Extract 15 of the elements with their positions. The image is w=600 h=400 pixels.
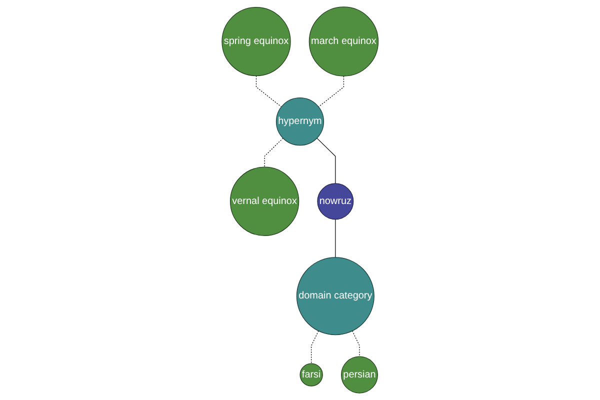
node-circle: domain category: [296, 257, 374, 336]
connector: [316, 138, 336, 184]
connector: [352, 330, 360, 357]
node-circle: vernal equinox: [230, 166, 299, 236]
node-circle: hypernym: [276, 98, 324, 146]
node-circle: spring equinox: [222, 6, 291, 76]
connector: [310, 330, 319, 364]
connector: [334, 218, 336, 258]
node-circle: persian: [340, 356, 378, 394]
node-circle: farsi: [300, 363, 323, 386]
node-circle: march equinox: [308, 6, 378, 76]
connector: [256, 75, 282, 108]
node-circle: nowruz: [317, 183, 354, 220]
connector: [318, 76, 344, 108]
connector: [264, 138, 284, 168]
